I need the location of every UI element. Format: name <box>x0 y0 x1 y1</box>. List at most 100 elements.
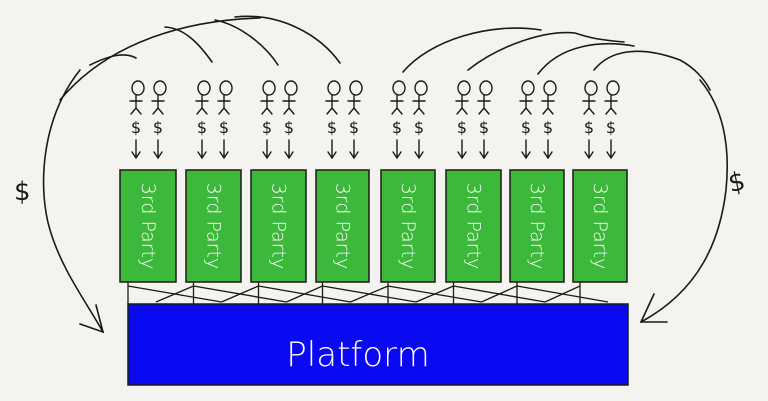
user-payment-label: $ <box>262 118 272 137</box>
third-party-rect <box>315 169 370 283</box>
third-party-box: 3rd Party <box>250 169 307 283</box>
user-figure: $ <box>129 80 145 160</box>
down-arrow-icon <box>131 139 141 160</box>
link-line <box>481 285 518 303</box>
user-figure: $ <box>412 80 428 160</box>
down-arrow-icon <box>457 139 467 160</box>
user-body-icon <box>604 94 618 115</box>
third-party-row: 3rd Party 3rd Party 3rd Party 3rd Party 3rd … <box>119 169 628 283</box>
third-party-platform-links <box>127 282 609 304</box>
user-body-icon <box>217 94 231 115</box>
third-party-label: 3rd Party <box>589 183 611 269</box>
link-line <box>221 285 259 303</box>
user-head-icon <box>262 80 276 96</box>
down-arrow-icon <box>584 139 594 160</box>
user-head-icon <box>349 80 363 96</box>
third-party-box: 3rd Party <box>119 169 177 283</box>
third-party-label: 3rd Party <box>397 183 419 269</box>
down-arrow-icon <box>219 139 229 160</box>
revenue-arc <box>164 26 213 63</box>
third-party-label: 3rd Party <box>526 183 548 269</box>
down-arrow-icon <box>153 139 163 160</box>
down-arrow-icon <box>414 139 424 160</box>
third-party-rect <box>445 169 502 283</box>
user-head-icon <box>197 80 211 96</box>
user-body-icon <box>477 94 491 115</box>
user-payment-label: $ <box>153 118 163 137</box>
user-payment-label: $ <box>131 118 141 137</box>
third-party-rect <box>509 169 565 283</box>
user-body-icon <box>582 94 596 115</box>
revenue-arc <box>214 19 279 66</box>
third-party-rect <box>380 169 436 283</box>
user-payment-label: $ <box>457 118 467 137</box>
user-body-icon <box>347 94 361 115</box>
user-body-icon <box>129 94 143 115</box>
user-payment-label: $ <box>349 118 359 137</box>
revenue-arc <box>234 15 341 64</box>
third-party-rect <box>250 169 307 283</box>
user-payment-label: $ <box>479 118 489 137</box>
link-line <box>286 285 323 303</box>
third-party-rect <box>119 169 177 283</box>
link-line <box>155 285 194 303</box>
down-arrow-icon <box>606 139 616 160</box>
user-figure: $ <box>541 80 557 160</box>
user-head-icon <box>284 80 298 96</box>
user-payment-label: $ <box>414 118 424 137</box>
right-money-flow-arrow <box>639 79 729 323</box>
down-arrow-icon <box>521 139 531 160</box>
user-payment-label: $ <box>219 118 229 137</box>
user-figure: $ <box>347 80 363 160</box>
user-figure: $ <box>390 80 406 160</box>
user-body-icon <box>390 94 404 115</box>
right-flow-label: $ <box>726 166 748 199</box>
user-head-icon <box>543 80 557 96</box>
user-body-icon <box>195 94 209 115</box>
down-arrow-icon <box>197 139 207 160</box>
down-arrow-icon <box>327 139 337 160</box>
user-head-icon <box>606 80 620 96</box>
third-party-label: 3rd Party <box>463 183 485 269</box>
third-party-rect <box>572 169 628 283</box>
revenue-arc <box>59 17 261 101</box>
user-figure: $ <box>151 80 167 160</box>
user-figure: $ <box>477 80 493 160</box>
link-line <box>350 285 389 303</box>
user-figure: $ <box>325 80 341 160</box>
third-party-label: 3rd Party <box>203 183 225 269</box>
third-party-label: 3rd Party <box>268 183 290 269</box>
user-body-icon <box>519 94 533 115</box>
platform-box <box>127 303 629 386</box>
third-party-label: 3rd Party <box>137 183 159 269</box>
user-body-icon <box>151 94 165 115</box>
user-head-icon <box>153 80 167 96</box>
user-head-icon <box>327 80 341 96</box>
user-head-icon <box>414 80 428 96</box>
down-arrow-icon <box>284 139 294 160</box>
revenue-arc <box>537 43 635 75</box>
third-party-rect <box>185 169 242 283</box>
third-party-box: 3rd Party <box>445 169 502 283</box>
user-body-icon <box>541 94 555 115</box>
third-party-box: 3rd Party <box>380 169 436 283</box>
user-body-icon <box>325 94 339 115</box>
user-body-icon <box>282 94 296 115</box>
user-head-icon <box>131 80 145 96</box>
link-line <box>544 285 581 303</box>
user-body-icon <box>455 94 469 115</box>
user-head-icon <box>521 80 535 96</box>
third-party-label: 3rd Party <box>332 183 354 269</box>
user-head-icon <box>479 80 493 96</box>
user-figure: $ <box>519 80 535 160</box>
user-figure: $ <box>282 80 298 160</box>
user-head-icon <box>392 80 406 96</box>
user-payment-label: $ <box>392 118 402 137</box>
user-head-icon <box>219 80 233 96</box>
down-arrow-icon <box>262 139 272 160</box>
revenue-arc <box>467 31 625 71</box>
user-figure: $ <box>217 80 233 160</box>
revenue-arcs <box>59 15 711 101</box>
third-party-box: 3rd Party <box>185 169 242 283</box>
platform-block: Platform <box>127 303 629 386</box>
